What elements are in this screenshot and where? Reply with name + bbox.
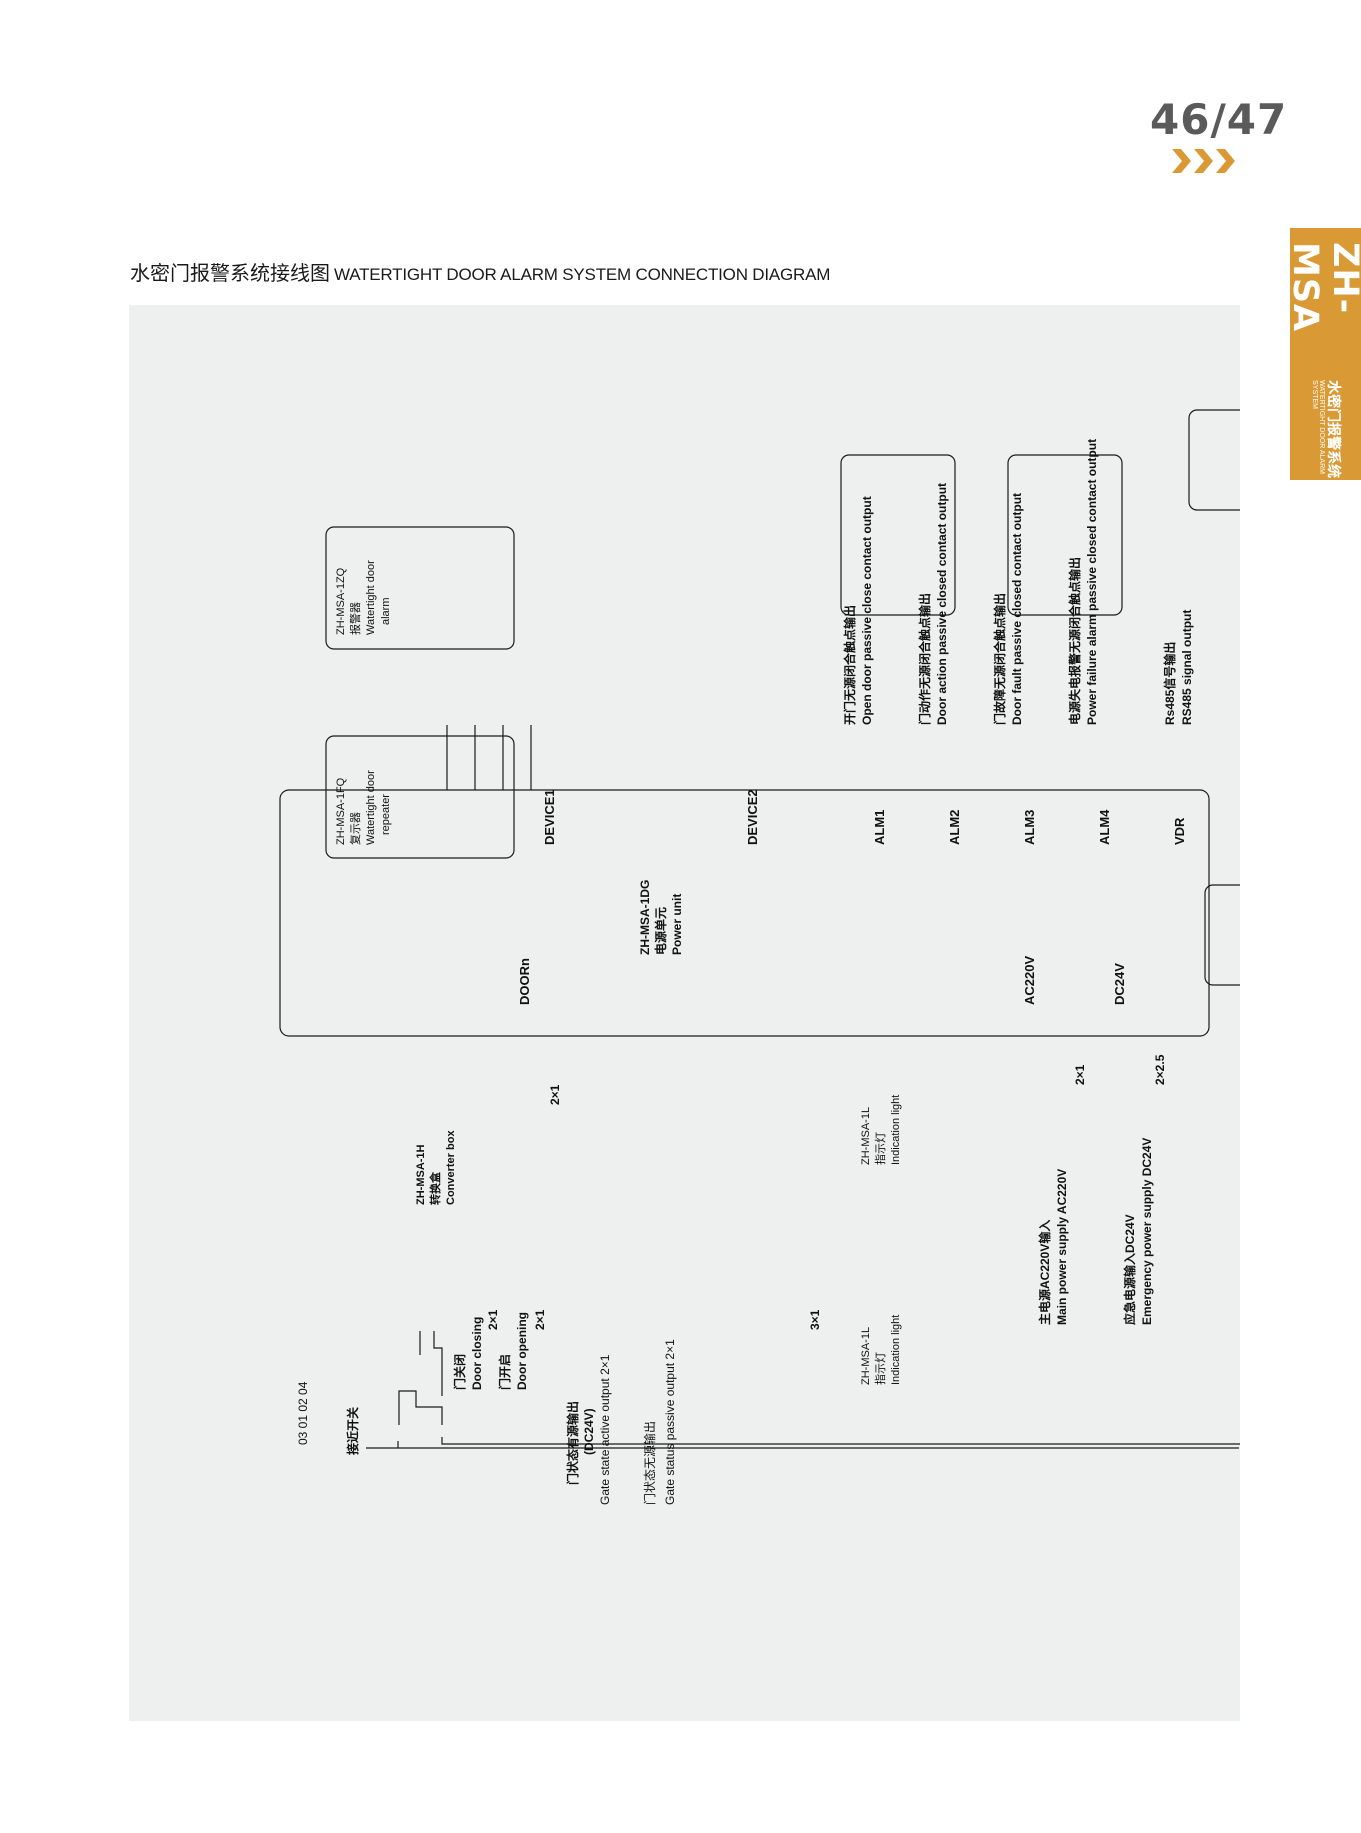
tab-english-label: WATERTIGHT DOOR ALARM SYSTEM — [1310, 380, 1326, 474]
gate-active-dc: (DC24V) — [582, 1408, 596, 1455]
gate-passive-cn: 门状态无源输出 — [642, 1421, 657, 1505]
repeater-model: ZH-MSA-1FQ — [335, 777, 347, 845]
title-chinese: 水密门报警系统接线图 — [130, 263, 330, 285]
tab-chinese-label: 水密门报警系统 — [1325, 380, 1342, 479]
vdr-output-cn: Rs485信号输出 — [1162, 642, 1177, 725]
alarm-en2: alarm — [380, 597, 392, 625]
light2-cn: 指示灯 — [873, 1352, 887, 1385]
alm4-output-cn: 电源失电报警无源闭合触点输出 — [1067, 557, 1082, 725]
alarm-model: ZH-MSA-1ZQ — [335, 567, 347, 635]
proximity-switch-cn: 接近开关 — [345, 1407, 360, 1455]
light1-en: Indication light — [890, 1095, 902, 1165]
door-label: DOORn — [517, 958, 532, 1005]
alm2-label: ALM2 — [947, 810, 962, 845]
side-section-tab: ZH-MSA 水密门报警系统 WATERTIGHT DOOR ALARM SYS… — [1286, 228, 1361, 480]
alm4-label: ALM4 — [1097, 809, 1112, 845]
alm4-output-en: Power failure alarm passive closed conta… — [1085, 439, 1099, 725]
power-unit-model: ZH-MSA-1DG — [638, 880, 652, 955]
converter-cable-light: 3×1 — [808, 1309, 822, 1330]
page-number: 46/47 — [1150, 95, 1288, 144]
alm3-output-en: Door fault passive closed contact output — [1010, 493, 1024, 725]
emergency-power-en: Emergency power supply DC24V — [1140, 1138, 1154, 1325]
alm3-label: ALM3 — [1022, 810, 1037, 845]
light1-cn: 指示灯 — [873, 1132, 887, 1165]
alm1-output-en: Open door passive close contact output — [860, 496, 874, 725]
gate-active-cn: 门状态有源输出 — [565, 1401, 580, 1485]
chevron-right-icon — [1172, 149, 1235, 173]
door-opening-cn: 门开启 — [497, 1354, 512, 1390]
emergency-power-cn: 应急电源输入DC24V — [1122, 1214, 1137, 1325]
alm1-output-cn: 开门无源闭合触点输出 — [842, 605, 857, 725]
proximity-switch-pins: 03 01 02 04 — [296, 1381, 310, 1445]
alm1-label: ALM1 — [872, 810, 887, 845]
gate-passive-en: Gate status passive output 2×1 — [663, 1339, 677, 1505]
converter-en: Converter box — [445, 1130, 457, 1205]
repeater-en1: Watertight door — [365, 770, 377, 845]
main-power-cn: 主电源AC220V输入 — [1037, 1220, 1052, 1325]
title-english: WATERTIGHT DOOR ALARM SYSTEM CONNECTION … — [334, 265, 831, 284]
converter-cn: 转换盒 — [428, 1171, 442, 1205]
door-closing-cn: 门关闭 — [452, 1354, 467, 1390]
repeater-cn: 复示器 — [348, 812, 362, 845]
door-closing-en: Door closing — [470, 1317, 484, 1390]
device2-label: DEVICE2 — [745, 789, 760, 845]
main-power-en: Main power supply AC220V — [1055, 1169, 1069, 1325]
light2-model: ZH-MSA-1L — [860, 1327, 872, 1385]
tab-code: ZH-MSA — [1285, 242, 1361, 333]
diagram-panel: ZH-MSA-1ZQ 报警器 Watertight door alarm ZH-… — [129, 305, 1240, 1721]
converter-cable-s1: 2×1 — [486, 1309, 500, 1330]
alarm-cn: 报警器 — [348, 602, 362, 635]
main-power-cable: 2×1 — [1073, 1064, 1087, 1085]
dc-label: DC24V — [1112, 963, 1127, 1005]
converter-cable-s2: 2×1 — [533, 1309, 547, 1330]
vdr-output-en: RS485 signal output — [1180, 610, 1194, 725]
light2-en: Indication light — [890, 1315, 902, 1385]
power-unit-en: Power unit — [670, 894, 684, 955]
ac-label: AC220V — [1022, 956, 1037, 1005]
converter-model: ZH-MSA-1H — [415, 1144, 427, 1205]
vdr-label: VDR — [1172, 817, 1187, 845]
alm2-output-en: Door action passive closed contact outpu… — [935, 483, 949, 725]
alm3-output-cn: 门故障无源闭合触点输出 — [992, 593, 1007, 725]
alarm-en1: Watertight door — [365, 560, 377, 635]
door-cable: 2×1 — [548, 1084, 562, 1105]
diagram-labels: ZH-MSA-1ZQ 报警器 Watertight door alarm ZH-… — [296, 439, 1194, 1505]
device1-label: DEVICE1 — [542, 789, 557, 845]
emergency-power-cable: 2×2.5 — [1153, 1054, 1167, 1085]
power-unit-cn: 电源单元 — [653, 907, 668, 955]
alm2-output-cn: 门动作无源闭合触点输出 — [917, 593, 932, 725]
gate-active-en: Gate state active output 2×1 — [598, 1354, 612, 1505]
repeater-en2: repeater — [380, 794, 392, 835]
connection-diagram: ZH-MSA-1ZQ 报警器 Watertight door alarm ZH-… — [279, 409, 1240, 1505]
light1-model: ZH-MSA-1L — [860, 1107, 872, 1165]
door-opening-en: Door opening — [515, 1312, 529, 1390]
